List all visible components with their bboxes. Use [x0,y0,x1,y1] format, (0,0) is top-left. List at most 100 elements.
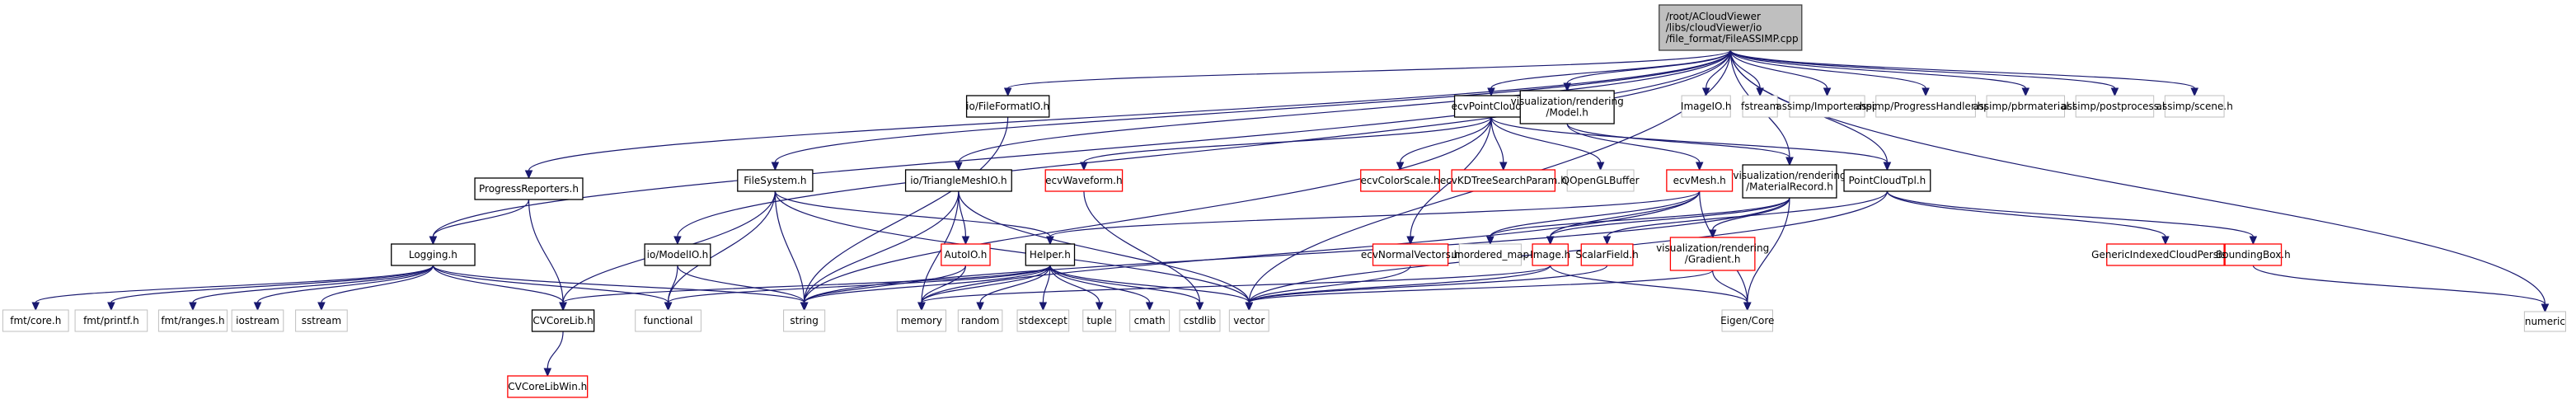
node-box [1659,4,1803,51]
graph-node-image[interactable]: Image.h [1530,243,1570,266]
node-label: assimp/postprocess.h [2061,101,2168,112]
graph-node-model[interactable]: visualization/rendering/Model.h [1511,90,1624,124]
node-label: assimp/Importer.hpp [1776,101,1878,112]
graph-node-ecvmesh[interactable]: ecvMesh.h [1666,169,1734,192]
edge-line [562,265,1051,303]
node-box [1789,95,1865,118]
graph-node-scalarfield[interactable]: ScalarField.h [1575,243,1639,266]
node-box [74,309,148,332]
arrowhead-icon [917,302,926,312]
edge-line [1490,116,1504,163]
graph-node-boundingbox[interactable]: BoundingBox.h [2216,243,2291,266]
edge-line [35,265,434,303]
edge-line [110,265,434,303]
edge-line [1729,49,1828,89]
arrowhead-icon [1883,162,1892,171]
edge-line [547,331,564,369]
node-box [644,243,711,266]
edge-materialrecord-to-image [1546,197,1790,246]
node-label: tuple [1086,315,1112,326]
arrowhead-icon [1546,236,1555,246]
edge-logging-to-iostream [253,265,434,312]
node-label: ImageIO.h [1681,101,1732,112]
edge-materialrecord-to-unordered_map [1486,197,1790,246]
edge-line [804,116,1492,303]
node-label: assimp/scene.h [2156,101,2233,112]
node-label: vector [1233,315,1265,326]
edge-line [1566,49,1731,84]
node-box [1016,309,1070,332]
graph-node-cstdlib: cstdlib [1179,309,1221,332]
node-box [1875,95,1976,118]
edge-line [774,190,805,303]
edge-line [1729,49,2546,305]
graph-node-ecvkdtree[interactable]: ecvKDTreeSearchParam.h [1440,169,1567,192]
node-box [1372,243,1449,266]
arrowhead-icon [1039,302,1048,312]
node-box [1458,243,1522,266]
graph-node-scene: assimp/scene.h [2156,95,2233,118]
graph-node-autoio[interactable]: AutoIO.h [941,243,991,266]
edge-line [1729,49,1926,89]
node-box [1666,169,1734,192]
graph-node-ecvnormalvectors[interactable]: ecvNormalVectors.h [1361,243,1460,266]
graph-node-progress[interactable]: ProgressReporters.h [474,177,584,200]
edge-line [1886,190,2166,237]
edge-line [1410,116,1492,237]
graph-node-pointcloudtpl[interactable]: PointCloudTpl.h [1843,169,1931,192]
edge-line [1049,265,1201,303]
edge-ecvpointcloud-to-ecvwaveform [1080,116,1492,171]
node-label: BoundingBox.h [2216,249,2291,261]
node-label: AutoIO.h [945,249,988,261]
node-label: /file_format/FileASSIMP.cpp [1666,33,1799,45]
graph-node-unordered_map: unordered_map [1452,243,1529,266]
edge-ecvmesh-to-unordered_map [1486,190,1701,246]
arrowhead-icon [1701,87,1710,97]
graph-node-cvcorelibwin[interactable]: CVCoreLibWin.h [507,375,589,398]
edge-line [1399,116,1492,163]
arrowhead-icon [800,302,809,312]
arrowhead-icon [1823,87,1832,97]
edge-line [321,265,434,303]
arrowhead-icon [31,302,40,312]
node-box [391,243,476,266]
node-label: FileSystem.h [744,175,806,186]
graph-node-genericindexed[interactable]: GenericIndexedCloudPersist.h [2091,243,2240,266]
arrowhead-icon [1487,87,1495,97]
graph-node-helper[interactable]: Helper.h [1025,243,1076,266]
graph-node-materialrecord[interactable]: visualization/rendering/MaterialRecord.h [1733,164,1846,199]
graph-node-modelio[interactable]: io/ModelIO.h [644,243,711,266]
arrowhead-icon [1003,87,1012,97]
graph-node-ecvcolorscale[interactable]: ecvColorScale.h [1360,169,1441,192]
graph-node-fileformatio[interactable]: io/FileFormatIO.h [965,95,1050,118]
graph-node-importer: assimp/Importer.hpp [1776,95,1879,118]
arrowhead-icon [107,302,115,312]
node-label: PointCloudTpl.h [1848,175,1926,186]
node-label: Helper.h [1030,249,1071,261]
graph-node-root[interactable]: /root/ACloudViewer/libs/cloudViewer/io/f… [1659,4,1803,51]
graph-node-progresshandler: assimp/ProgressHandler.hpp [1856,95,1997,118]
edge-logging-to-fmtranges [189,265,434,312]
node-label: ecvKDTreeSearchParam.h [1440,175,1567,186]
node-label: fmt/printf.h [83,315,139,326]
node-label: fmt/ranges.h [161,315,224,326]
graph-node-cvcorelib[interactable]: CVCoreLib.h [531,309,595,332]
node-box [2224,243,2283,266]
node-box [1453,95,1529,118]
arrowhead-icon [2249,236,2258,246]
arrowhead-icon [2110,87,2119,97]
graph-node-gradient[interactable]: visualization/rendering/Gradient.h [1656,237,1769,271]
graph-node-ecvwaveform[interactable]: ecvWaveform.h [1044,169,1124,192]
graph-node-logging[interactable]: Logging.h [391,243,476,266]
arrowhead-icon [317,302,326,312]
node-label: assimp/ProgressHandler.hpp [1856,101,1997,112]
graph-node-ecvpointcloud[interactable]: ecvPointCloud.h [1452,95,1532,118]
edge-line [677,265,805,303]
edge-line [979,265,1051,303]
graph-node-trianglemeshio[interactable]: io/TriangleMeshIO.h [904,169,1012,192]
arrowhead-icon [1406,236,1415,246]
node-label: sstream [302,315,341,326]
arrowhead-icon [1602,236,1612,246]
graph-node-filesystem[interactable]: FileSystem.h [737,169,814,192]
